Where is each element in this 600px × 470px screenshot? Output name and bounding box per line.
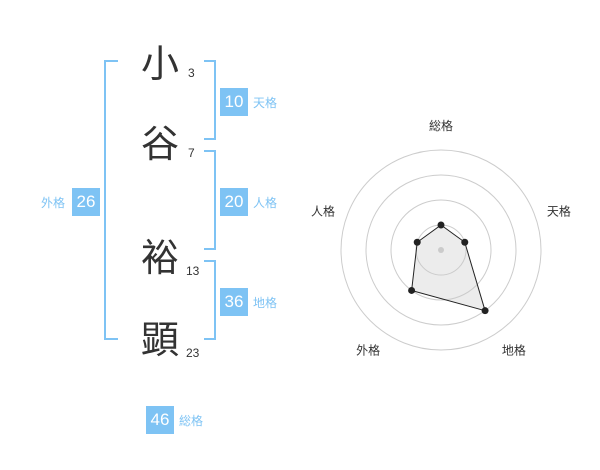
soukaku-value: 46 — [146, 406, 174, 434]
gaikaku-label: 外格 — [41, 196, 66, 210]
radar-axis-label-1: 総格 — [429, 118, 453, 133]
radar-axis-label-3: 地格 — [502, 342, 526, 357]
jinkaku-bracket — [204, 150, 216, 250]
name-char-2: 谷 — [141, 122, 180, 166]
radar-point-5 — [413, 238, 421, 246]
jinkaku-value: 20 — [220, 188, 248, 216]
gaikaku-bracket — [104, 60, 118, 340]
name-char-1: 小 — [141, 42, 180, 86]
gaikaku-value: 26 — [72, 188, 100, 216]
soukaku-label: 総格 — [179, 414, 204, 428]
jinkaku-label: 人格 — [253, 196, 278, 210]
stroke-count-1: 3 — [188, 66, 195, 80]
radar-axis-label-2: 天格 — [547, 204, 571, 219]
stroke-count-2: 7 — [188, 146, 195, 160]
radar-grid-ring — [340, 149, 542, 351]
radar-point-3 — [481, 307, 489, 315]
radar-axis-label-4: 外格 — [356, 342, 380, 357]
radar-center-dot — [438, 247, 444, 253]
radar-point-4 — [408, 286, 416, 294]
radar-grid-ring — [365, 174, 517, 326]
stroke-count-3: 13 — [186, 264, 200, 278]
stroke-count-4: 23 — [186, 346, 200, 360]
chikaku-bracket — [204, 260, 216, 340]
radar-polygon — [411, 224, 486, 312]
name-char-3: 裕 — [141, 236, 180, 280]
name-char-4: 顕 — [141, 318, 180, 362]
tenkaku-value: 10 — [220, 88, 248, 116]
chikaku-value: 36 — [220, 288, 248, 316]
radar-point-1 — [437, 221, 445, 229]
radar-point-2 — [461, 238, 469, 246]
tenkaku-label: 天格 — [253, 96, 278, 110]
radar-axis-label-5: 人格 — [311, 204, 335, 219]
tenkaku-bracket — [204, 60, 216, 140]
radar-grid-ring — [390, 199, 492, 301]
chikaku-label: 地格 — [253, 296, 278, 310]
